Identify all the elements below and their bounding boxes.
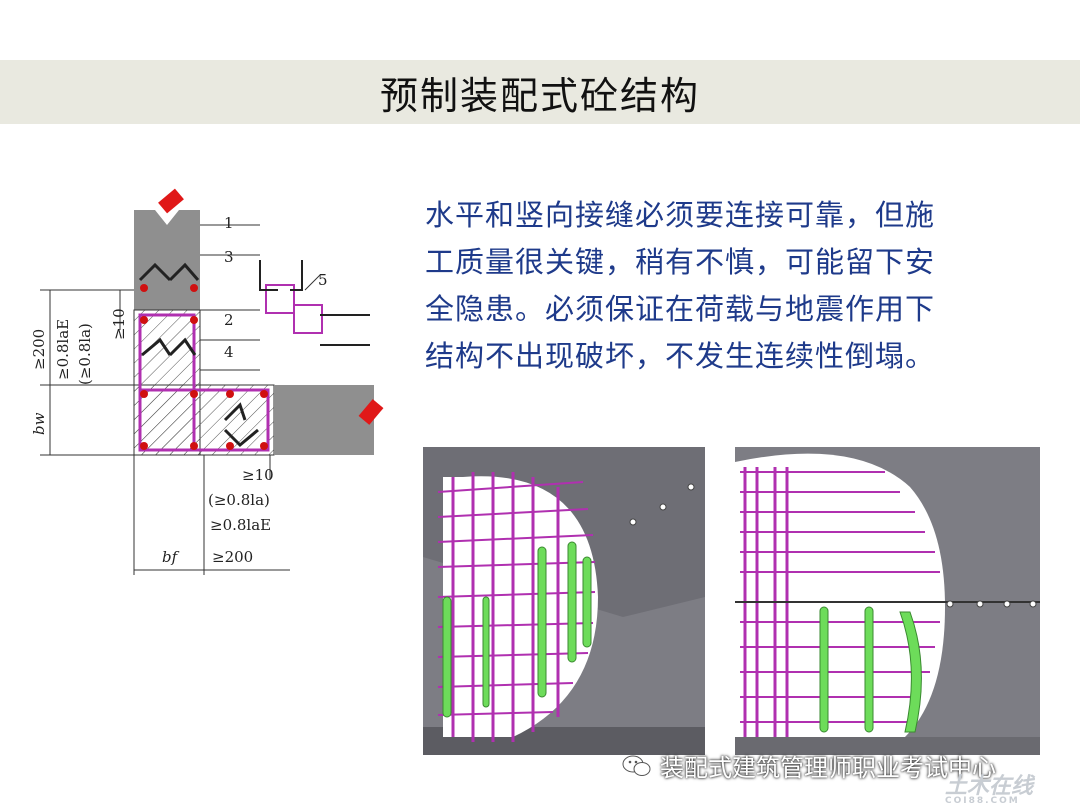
dim-left-200: ≥200 <box>30 329 48 370</box>
label-4: 4 <box>224 343 234 361</box>
watermark-text: 装配式建筑管理师职业考试中心 <box>660 754 996 782</box>
dim-bw: bw <box>30 412 48 435</box>
logo-text: 土木在线 <box>945 774 1034 799</box>
title-band: 预制装配式砼结构 <box>0 60 1080 124</box>
watermark: 装配式建筑管理师职业考试中心 <box>622 748 996 783</box>
joint-detail-diagram: 1 3 2 4 5 ≥200 ≥0.8laE (≥0.8la) ≥10 bw ≥… <box>30 188 384 575</box>
break-mark-top <box>158 188 184 214</box>
label-2: 2 <box>224 311 234 329</box>
dim-bf: bf <box>162 548 180 566</box>
detail-5 <box>265 284 323 334</box>
wechat-icon <box>622 755 651 776</box>
dim-bottom-10: ≥10 <box>242 466 274 484</box>
dim-left-08laE: ≥0.8laE <box>54 319 72 380</box>
rebar-dots <box>140 284 268 450</box>
rebar-render-right <box>735 447 1040 755</box>
cast-zone-horizontal <box>133 384 275 456</box>
rebar-render-left <box>423 447 705 755</box>
label-1: 1 <box>224 214 234 232</box>
dim-bottom-08la: (≥0.8la) <box>208 491 270 509</box>
dim-bottom-200: ≥200 <box>212 548 253 566</box>
logo-subtext: COI88.COM <box>945 796 1020 806</box>
body-line: 结构不出现破坏，不发生连续性倒塌。 <box>425 339 936 373</box>
label-3: 3 <box>224 248 234 266</box>
label-5: 5 <box>318 271 328 289</box>
body-line: 全隐患。必须保证在荷载与地震作用下 <box>425 292 936 326</box>
body-line: 水平和竖向接缝必须要连接可靠，但施 <box>425 198 936 232</box>
dim-left-10: ≥10 <box>110 308 128 340</box>
site-logo: 土木在线 COI88.COM <box>945 768 1033 806</box>
dim-bottom-08laE: ≥0.8laE <box>210 516 271 534</box>
body-line: 工质量很关键，稍有不慎，可能留下安 <box>425 245 936 279</box>
body-paragraph: 水平和竖向接缝必须要连接可靠，但施 工质量很关键，稍有不慎，可能留下安 全隐患。… <box>425 192 1065 380</box>
slide-title: 预制装配式砼结构 <box>379 73 700 118</box>
break-mark-right <box>358 399 384 425</box>
precast-wall-right <box>274 385 374 455</box>
dim-left-08la: (≥0.8la) <box>76 323 94 385</box>
precast-wall-top <box>134 210 200 310</box>
